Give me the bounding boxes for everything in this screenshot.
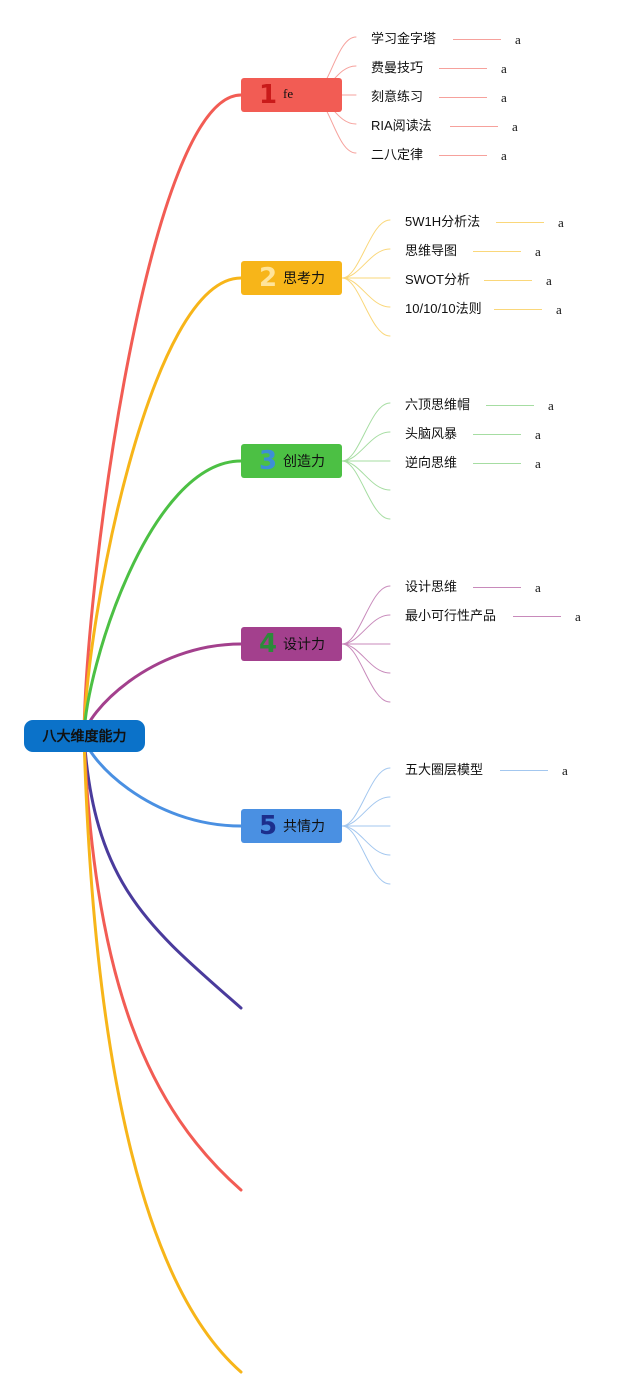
leaf-note: a: [501, 61, 507, 76]
sub-branch-connector: [341, 825, 391, 885]
leaf-connector-line: [496, 222, 544, 223]
sub-branch-connector: [341, 825, 391, 856]
leaf-note: a: [548, 398, 554, 413]
sub-branch-connector: [341, 219, 391, 279]
sub-branch-connector: [341, 460, 391, 520]
leaf-connector-line: [473, 251, 521, 252]
leaf-connector-line: [513, 616, 561, 617]
branch-connector: [82, 459, 243, 738]
leaf-connector-line: [439, 97, 487, 98]
branch-node-1[interactable]: 1 fe: [241, 78, 342, 112]
leaf-note: a: [515, 32, 521, 47]
leaf-connector-line: [473, 587, 521, 588]
sub-branch-connector: [341, 277, 391, 337]
branch-label-4: 设计力: [283, 636, 325, 652]
leaf-label[interactable]: SWOT分析: [405, 272, 470, 287]
sub-branch-connector: [341, 767, 391, 827]
leaf-label[interactable]: 10/10/10法则: [405, 301, 482, 316]
sub-branch-connector: [341, 431, 391, 462]
leaf-label[interactable]: 逆向思维: [405, 455, 458, 470]
branch-stub: [82, 734, 243, 1192]
leaf-note: a: [501, 90, 507, 105]
leaf-note: a: [575, 609, 581, 624]
leaf-label[interactable]: 思维导图: [405, 243, 458, 258]
leaf-connector-line: [486, 405, 534, 406]
leaf-label[interactable]: 学习金字塔: [371, 31, 437, 46]
sub-branch-connector: [341, 402, 391, 462]
leaf-label[interactable]: 刻意练习: [371, 89, 424, 104]
sub-branch-connector: [341, 585, 391, 645]
branch-connector: [82, 276, 243, 738]
leaf-connector-line: [473, 434, 521, 435]
leaf-note: a: [512, 119, 518, 134]
leaf-note: a: [535, 244, 541, 259]
branch-label-5: 共情力: [283, 818, 325, 834]
leaf-label[interactable]: RIA阅读法: [371, 118, 432, 133]
root-label: 八大维度能力: [42, 728, 127, 744]
branch-node-4[interactable]: 4 设计力: [241, 627, 342, 661]
leaf-connector-line: [500, 770, 548, 771]
sub-branch-connector: [341, 643, 391, 674]
branch-label-2: 思考力: [283, 270, 325, 286]
leaf-connector-line: [439, 155, 487, 156]
leaf-label[interactable]: 五大圈层模型: [405, 762, 484, 777]
sub-branch-connector: [341, 614, 391, 645]
leaf-label[interactable]: 二八定律: [371, 147, 424, 162]
leaf-note: a: [535, 427, 541, 442]
branch-number-1: 1: [258, 80, 278, 110]
branch-stub: [82, 734, 243, 1374]
sub-branch-connector: [341, 460, 391, 491]
leaf-note: a: [562, 763, 568, 778]
leaf-note: a: [546, 273, 552, 288]
branch-number-5: 5: [258, 811, 278, 841]
leaf-label[interactable]: 六顶思维帽: [405, 397, 471, 412]
sub-branch-connector: [341, 643, 391, 703]
leaf-label[interactable]: 5W1H分析法: [405, 214, 481, 229]
leaf-connector-line: [453, 39, 501, 40]
leaf-label[interactable]: 头脑风暴: [405, 426, 458, 441]
leaf-connector-line: [450, 126, 498, 127]
branch-number-4: 4: [258, 629, 278, 659]
branch-label-3: 创造力: [283, 453, 325, 469]
leaf-note: a: [535, 580, 541, 595]
branch-node-3[interactable]: 3 创造力: [241, 444, 342, 478]
branch-label-1: fe: [283, 86, 294, 101]
leaf-note: a: [558, 215, 564, 230]
leaf-note: a: [501, 148, 507, 163]
leaf-label[interactable]: 费曼技巧: [371, 60, 424, 75]
branch-stub: [82, 734, 243, 1010]
branch-node-5[interactable]: 5 共情力: [241, 809, 342, 843]
leaf-note: a: [556, 302, 562, 317]
leaf-connector-line: [439, 68, 487, 69]
branch-connector: [82, 93, 243, 738]
root-node[interactable]: 八大维度能力: [24, 720, 145, 752]
leaf-label[interactable]: 最小可行性产品: [405, 608, 497, 623]
sub-branch-connector: [341, 796, 391, 827]
leaf-connector-line: [473, 463, 521, 464]
branch-number-3: 3: [258, 446, 278, 476]
leaf-connector-line: [484, 280, 532, 281]
leaf-label[interactable]: 设计思维: [405, 579, 458, 594]
sub-branch-connector: [341, 277, 391, 308]
leaf-note: a: [535, 456, 541, 471]
sub-branch-connector: [341, 248, 391, 279]
leaf-connector-line: [494, 309, 542, 310]
branch-node-2[interactable]: 2 思考力: [241, 261, 342, 295]
branch-number-2: 2: [258, 263, 278, 293]
